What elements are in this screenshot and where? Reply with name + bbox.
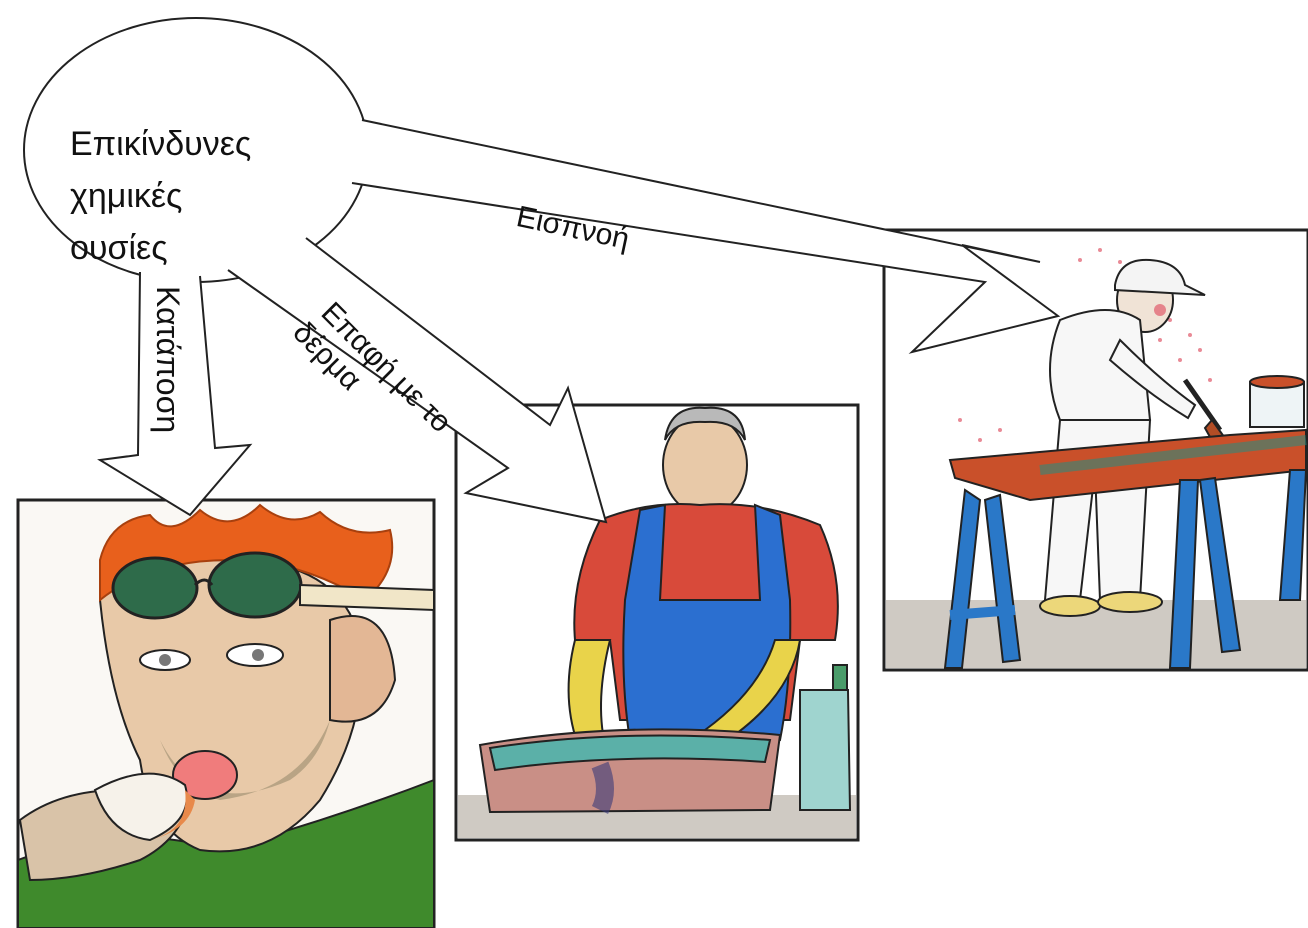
source-line-1: Επικίνδυνες — [70, 125, 252, 163]
inhalation-arrow — [351, 119, 1061, 354]
skin-contact-arrow — [227, 237, 608, 524]
ingestion-scene — [16, 498, 436, 928]
source-line-3: ουσίες — [70, 229, 168, 267]
skin-contact-scene — [454, 403, 860, 842]
ingestion-label: Κατάποση — [150, 286, 186, 434]
inhalation-scene — [882, 228, 1308, 672]
ingestion-arrow — [97, 271, 253, 517]
source-title: Επικίνδυνες χημικές ουσίες — [70, 118, 251, 274]
source-line-2: χημικές — [70, 177, 183, 215]
